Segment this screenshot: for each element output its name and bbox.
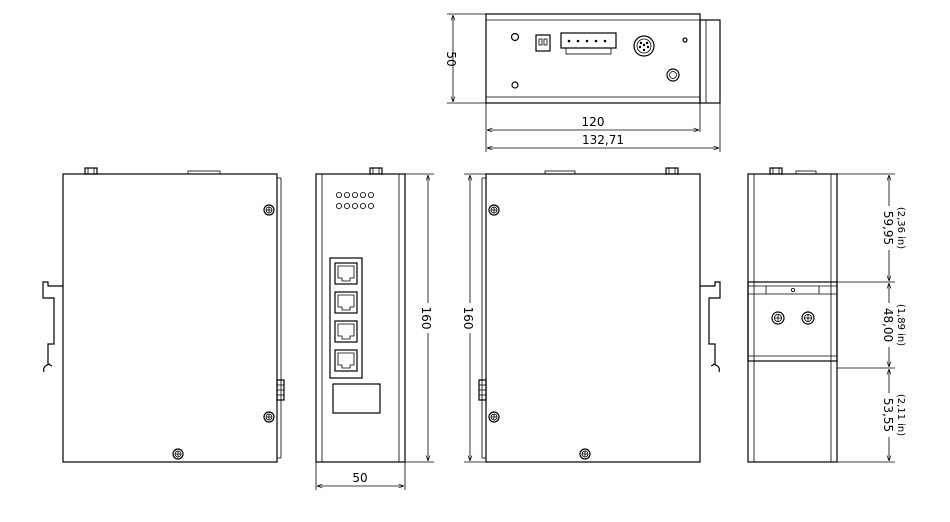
back-view-upper-label: 59,95 <box>881 211 895 245</box>
left-side-view <box>42 167 285 463</box>
rj45-block <box>329 257 363 379</box>
back-view-middle-label-in: (1,89 in) <box>895 304 906 346</box>
screw-icon <box>263 411 275 423</box>
top-view: 50 120 132,71 <box>444 13 721 152</box>
terminal-block-icon <box>560 32 617 55</box>
rj45-port-icon <box>334 320 358 343</box>
screw-icon <box>172 448 184 460</box>
label-plate <box>332 383 381 414</box>
rj45-port-icon <box>334 262 358 285</box>
ground-screw-icon <box>666 68 680 82</box>
screw-icon <box>263 204 275 216</box>
console-connector-icon <box>633 35 655 57</box>
screw-icon <box>488 204 500 216</box>
back-view-upper-label-in: (2,36 in) <box>895 207 906 249</box>
top-view-width-outer-label: 132,71 <box>582 133 624 147</box>
back-view-lower-label-in: (2,11 in) <box>895 394 906 436</box>
right-side-view-height-label: 160 <box>461 307 475 330</box>
front-view-width-label: 50 <box>352 471 367 485</box>
back-view: 59,95 (2,36 in) 48,00 (1,89 in) 53,55 (2… <box>747 167 906 463</box>
top-view-height-label: 50 <box>444 51 458 66</box>
rj45-port-icon <box>334 291 358 314</box>
screw-icon <box>488 411 500 423</box>
back-view-lower-label: 53,55 <box>881 398 895 432</box>
right-side-view: 160 <box>461 167 721 463</box>
front-view-height-label: 160 <box>419 307 433 330</box>
screw-icon <box>801 311 815 325</box>
top-view-width-inner-label: 120 <box>582 115 605 129</box>
indicator-icon <box>682 37 688 43</box>
front-view: 160 50 <box>315 167 435 490</box>
dip-switch-icon <box>535 34 551 52</box>
led-icon <box>510 32 520 42</box>
screw-icon <box>771 311 785 325</box>
din-rail-bracket <box>747 281 838 362</box>
led-array-icon <box>335 191 374 209</box>
back-view-middle-label: 48,00 <box>881 308 895 342</box>
screw-icon <box>579 448 591 460</box>
reset-hole-icon <box>511 81 519 89</box>
rj45-port-icon <box>334 349 358 372</box>
